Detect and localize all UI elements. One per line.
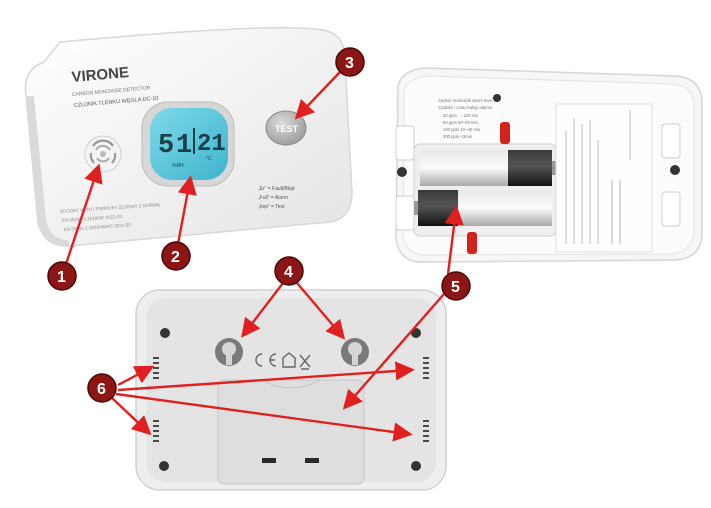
arrow-6c <box>111 397 152 436</box>
alarm-level-line-4: 50 ppm 60~90 min <box>443 120 478 125</box>
battery-2 <box>414 190 552 226</box>
front-device: VIRONE CARBON MONOXIDE DETECTOR CZUJNIK … <box>24 27 353 247</box>
test-button-label: TEST <box>275 124 299 134</box>
vent-slots <box>153 357 429 442</box>
standard-line-2: EN 50291-1:2018/AC:2021-01 <box>62 214 123 223</box>
mode-legend: „Er” = Fault/Błąd „Full” = Alarm „hep” =… <box>258 186 295 210</box>
battery-polarity-marker-bottom <box>467 232 477 254</box>
arrow-4b <box>296 282 346 340</box>
alarm-level-line-3: 30 ppm → 120 min <box>443 113 479 118</box>
arrow-5a <box>444 205 464 275</box>
screw-bottom-right <box>411 461 421 471</box>
alarm-level-line-2: Czułość / czas reakcji alarmu <box>438 105 493 110</box>
screw-right <box>670 165 680 175</box>
callout-4: 4 <box>274 256 304 286</box>
arrow-4a <box>241 282 284 338</box>
lcd-label-temp: °C <box>206 156 212 162</box>
arrow-3 <box>294 71 341 120</box>
battery-cover[interactable] <box>217 379 365 485</box>
callout-4-label: 4 <box>284 264 293 281</box>
alarm-level-line-6: 300 ppm <3min <box>443 134 473 139</box>
lcd-display: 5 1 21 %RH °C <box>141 101 235 187</box>
callout-5-label: 5 <box>451 279 460 296</box>
speaker-grille <box>84 135 122 173</box>
standard-line-3: EN 50291-1:2018-06/AC:2021-03 <box>64 222 132 232</box>
weee-bin-icon <box>299 354 311 370</box>
ce-c-icon <box>255 353 263 367</box>
screw-top <box>493 94 501 102</box>
callout-arrows <box>64 71 464 442</box>
arrow-2 <box>176 175 197 245</box>
alarm-level-line-5: 100 ppm 10~40 min <box>443 127 481 132</box>
clip-left-top <box>395 125 415 161</box>
clip-right-top <box>661 123 681 159</box>
battery-cover-notch <box>261 379 321 389</box>
mounting-hole-right <box>341 338 369 366</box>
lcd-divider <box>193 128 195 154</box>
arrow-6a <box>117 365 155 387</box>
callout-5: 5 <box>441 271 471 301</box>
callout-1: 1 <box>47 261 77 291</box>
vent-right-bottom <box>423 420 429 442</box>
clip-right-bottom <box>661 191 681 227</box>
lcd-digit-right: 21 <box>197 131 226 158</box>
vent-left-top <box>153 357 159 379</box>
product-sticker-lines <box>565 110 631 244</box>
test-button[interactable]: TEST <box>265 110 307 146</box>
callout-badges: 1 2 3 4 5 6 <box>47 47 471 403</box>
callout-3-label: 3 <box>345 55 354 72</box>
screw-bottom-left <box>159 461 169 471</box>
alarm-level-line-1: Carbon monoxide alarm level <box>438 98 493 103</box>
vent-left-bottom <box>153 420 159 442</box>
callout-6: 6 <box>87 373 117 403</box>
arrow-1 <box>64 163 103 265</box>
callout-1-label: 1 <box>57 269 66 286</box>
battery-polarity-marker-top <box>500 122 510 144</box>
back-open-device: Carbon monoxide alarm level Czułość / cz… <box>395 67 703 263</box>
brand-logo: VIRONE <box>71 64 130 86</box>
callout-6-label: 6 <box>97 381 106 398</box>
certification-marks <box>255 352 311 370</box>
callout-3: 3 <box>335 47 365 77</box>
lcd-digit-mid: 1 <box>176 131 192 161</box>
arrow-6d <box>115 392 413 442</box>
vent-right-top <box>423 357 429 379</box>
callout-2: 2 <box>161 241 191 271</box>
arrow-6b <box>117 361 415 392</box>
ce-e-icon <box>269 353 277 367</box>
battery-1 <box>420 150 556 186</box>
product-sticker <box>555 103 653 253</box>
home-icon <box>282 352 296 368</box>
arrow-5b <box>342 293 445 410</box>
mode-line-2: „Full” = Alarm <box>258 195 288 201</box>
front-device-side <box>26 96 70 247</box>
lcd-digit-left: 5 <box>158 131 174 161</box>
callout-2-label: 2 <box>171 249 180 266</box>
mode-line-3: „hep” = Test <box>258 204 285 210</box>
screw-left <box>397 167 407 177</box>
back-closed-device <box>135 289 447 491</box>
screw-top-left <box>160 328 170 338</box>
lcd-label-humidity: %RH <box>172 163 184 169</box>
alarm-level-label: Carbon monoxide alarm level Czułość / cz… <box>438 98 493 139</box>
cover-slot-left <box>262 458 276 463</box>
mounting-hole-left <box>215 338 243 366</box>
clip-left-bottom <box>395 195 415 231</box>
cover-slot-right <box>305 458 319 463</box>
mode-line-1: „Er” = Fault/Błąd <box>258 186 295 192</box>
